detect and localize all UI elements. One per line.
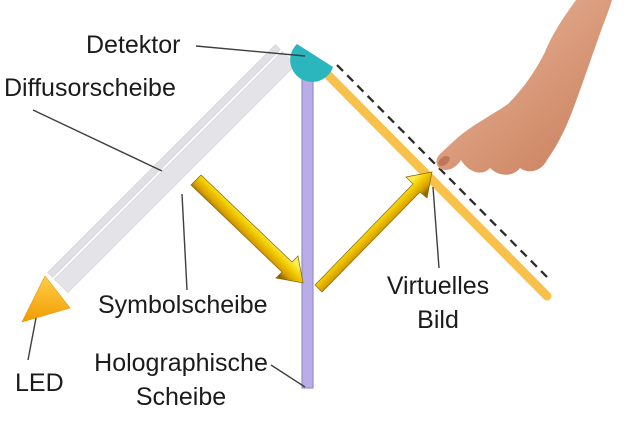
led-triangle (21, 275, 71, 323)
symbol-plate (47, 44, 281, 278)
light-arrow-down (190, 174, 304, 284)
diffuser-plate (53, 50, 297, 294)
leader-line-detektor (195, 45, 306, 57)
virtual-image-dashed-line (336, 64, 548, 278)
leader-line-diffusorscheibe (32, 109, 163, 172)
fingernail (438, 155, 450, 167)
holographic-plate (301, 63, 314, 389)
leader-line-led (27, 317, 37, 361)
virtual-image-line (322, 69, 552, 301)
light-arrow-up (314, 171, 433, 293)
label-diffusorscheibe: Diffusorscheibe (4, 74, 176, 102)
label-symbolscheibe: Symbolscheibe (98, 291, 268, 319)
leader-line-holographische-scheibe (270, 364, 306, 388)
detector-shape (290, 44, 333, 82)
label-virtuelles-bild: Virtuelles Bild (386, 272, 490, 334)
leader-line-virtuelles-bild (432, 186, 440, 269)
label-led: LED (15, 369, 64, 397)
label-detektor: Detektor (86, 31, 181, 59)
label-holographische-scheibe: Holographische Scheibe (94, 349, 268, 411)
leader-line-symbolscheibe (181, 193, 188, 291)
pointing-hand (436, 0, 612, 175)
